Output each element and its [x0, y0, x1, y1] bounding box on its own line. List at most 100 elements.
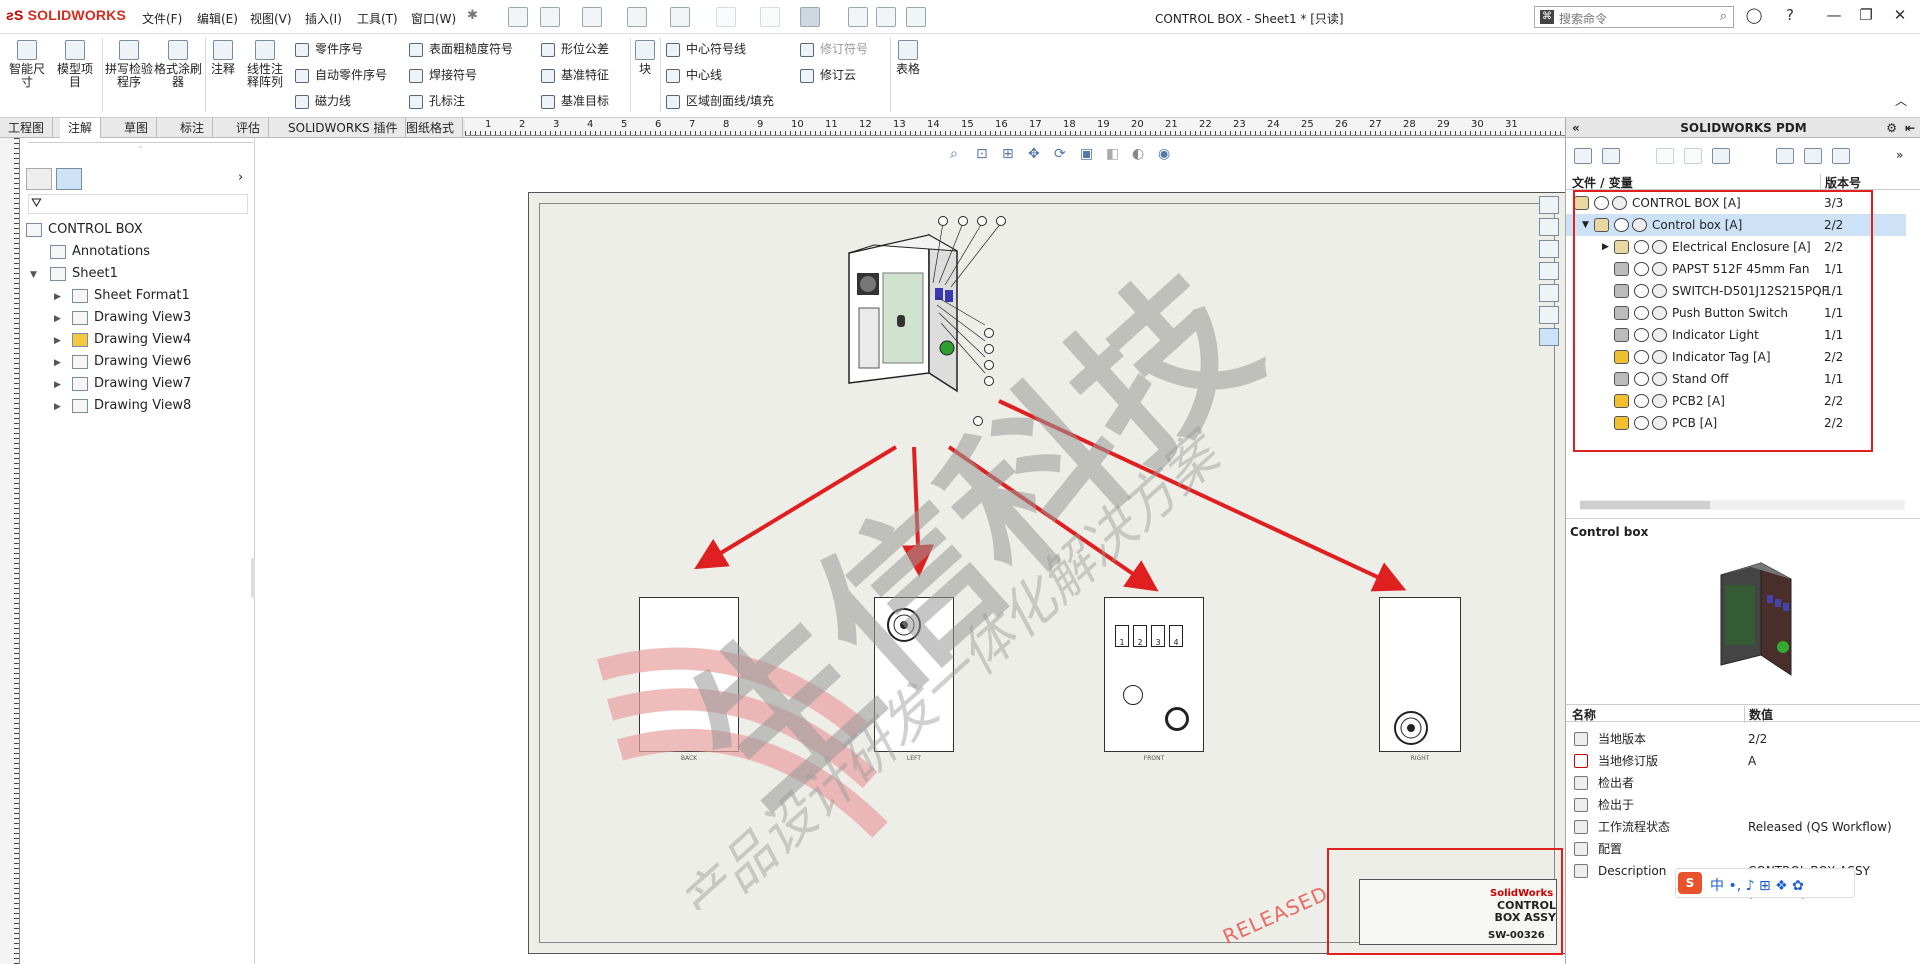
- tab-sheet-format[interactable]: 图纸格式: [398, 118, 464, 138]
- menu-edit[interactable]: 编辑(E): [197, 12, 238, 26]
- tree-item-annotations[interactable]: Annotations: [50, 244, 150, 259]
- pin-pane-icon[interactable]: ⇤: [1904, 121, 1915, 135]
- property-row[interactable]: 检出于: [1566, 794, 1920, 816]
- datum-feature-button[interactable]: 基准特征: [541, 66, 609, 83]
- balloon-marker[interactable]: [973, 416, 983, 426]
- open-file-icon[interactable]: [582, 7, 602, 27]
- drawing-sheet[interactable]: BACK LEFT 1 2 3 4 FRONT RIGHT SolidWorks…: [528, 192, 1566, 954]
- book-icon[interactable]: [1832, 148, 1850, 164]
- panel-splitter[interactable]: [251, 558, 257, 598]
- balloon-marker[interactable]: [984, 376, 994, 386]
- area-hatch-button[interactable]: 区域剖面线/填充: [666, 92, 774, 109]
- pin-icon[interactable]: ✱: [467, 8, 478, 23]
- help-icon[interactable]: ?: [1786, 6, 1794, 24]
- pdm-row[interactable]: PCB [A]2/2: [1566, 412, 1906, 434]
- table-button[interactable]: 表格: [894, 40, 922, 76]
- minimize-icon[interactable]: —: [1826, 6, 1842, 24]
- revision-cloud-button[interactable]: 修订云: [800, 66, 856, 83]
- select-icon[interactable]: [800, 7, 820, 27]
- tree-item-drawing-view8[interactable]: Drawing View8: [72, 398, 191, 413]
- tree-filter[interactable]: ⛛: [28, 194, 248, 214]
- weld-symbol-button[interactable]: 焊接符号: [409, 66, 477, 83]
- file-explorer-icon[interactable]: [1539, 240, 1559, 258]
- search-icon[interactable]: ⌕: [1719, 9, 1727, 24]
- center-mark-button[interactable]: 中心符号线: [666, 40, 746, 57]
- smart-dimension-button[interactable]: 智能尺寸: [6, 40, 48, 89]
- view-palette-icon[interactable]: [1539, 262, 1559, 280]
- auto-balloon-button[interactable]: 自动零件序号: [295, 66, 387, 83]
- model-items-button[interactable]: 模型项目: [54, 40, 96, 89]
- panel-grip-icon[interactable]: ◦: [28, 142, 253, 152]
- custom-properties-icon[interactable]: [1539, 306, 1559, 324]
- expand-arrow-icon[interactable]: ▶: [1602, 242, 1609, 252]
- check-in-icon[interactable]: [1684, 148, 1702, 164]
- expand-arrow-icon[interactable]: ▶: [54, 292, 61, 302]
- balloon-marker[interactable]: [984, 328, 994, 338]
- appearances-icon[interactable]: [1539, 284, 1559, 302]
- more-icon[interactable]: »: [1896, 148, 1904, 162]
- tab-markup[interactable]: 标注: [172, 118, 214, 138]
- zoom-icon[interactable]: ⊞: [1002, 146, 1014, 162]
- tab-sketch[interactable]: 草图: [116, 118, 158, 138]
- scroll-thumb[interactable]: [1580, 501, 1710, 509]
- title-block[interactable]: SolidWorks CONTROL BOX ASSY SW-00326: [1359, 879, 1557, 945]
- tab-evaluate[interactable]: 评估: [228, 118, 270, 138]
- tree-item-sheet-format1[interactable]: Sheet Format1: [72, 288, 190, 303]
- drawing-view-right[interactable]: [1379, 597, 1461, 752]
- feature-tree-tab-icon[interactable]: [26, 168, 52, 190]
- new-file-icon[interactable]: [540, 7, 560, 27]
- expand-arrow-icon[interactable]: ▶: [54, 380, 61, 390]
- zoom-area-icon[interactable]: ⊡: [976, 146, 988, 162]
- drawing-view-front[interactable]: [1104, 597, 1204, 752]
- change-state-icon[interactable]: [1712, 148, 1730, 164]
- pdm-row[interactable]: CONTROL BOX [A]3/3: [1566, 192, 1906, 214]
- revision-symbol-button[interactable]: 修订符号: [800, 40, 868, 57]
- tree-item-drawing-view3[interactable]: Drawing View3: [72, 310, 191, 325]
- tab-drawing[interactable]: 工程图: [0, 118, 54, 138]
- search-input[interactable]: ⌘ 搜索命令 ⌕: [1534, 6, 1734, 28]
- pdm-row[interactable]: ▶Electrical Enclosure [A]2/2: [1566, 236, 1906, 258]
- check-out-icon[interactable]: [1656, 148, 1674, 164]
- centerline-button[interactable]: 中心线: [666, 66, 722, 83]
- section-view-icon[interactable]: ◧: [1106, 146, 1120, 162]
- rotate-icon[interactable]: ⟳: [1054, 146, 1066, 162]
- collapse-pane-icon[interactable]: «: [1572, 121, 1580, 135]
- property-row[interactable]: 配置: [1566, 838, 1920, 860]
- geometric-tolerance-button[interactable]: 形位公差: [541, 40, 609, 57]
- collapse-arrow-icon[interactable]: ▼: [1582, 220, 1589, 230]
- balloon-marker[interactable]: [984, 360, 994, 370]
- hide-show-icon[interactable]: ◐: [1132, 146, 1145, 162]
- get-version-icon[interactable]: [1602, 148, 1620, 164]
- menu-view[interactable]: 视图(V): [250, 12, 292, 26]
- tree-item-drawing-view4[interactable]: Drawing View4: [72, 332, 191, 347]
- pdm-row[interactable]: ▼Control box [A]2/2: [1566, 214, 1906, 236]
- linear-note-pattern-button[interactable]: 线性注释阵列: [243, 40, 287, 89]
- tab-annotation[interactable]: 注解: [60, 118, 102, 138]
- balloon-button[interactable]: 零件序号: [295, 40, 363, 57]
- balloon-marker[interactable]: [977, 216, 987, 226]
- zoom-to-fit-icon[interactable]: ⌕: [950, 146, 958, 162]
- pdm-row[interactable]: PCB2 [A]2/2: [1566, 390, 1906, 412]
- expand-arrow-icon[interactable]: ▶: [54, 402, 61, 412]
- format-painter-button[interactable]: 格式涂刷器: [154, 40, 202, 89]
- datum-target-button[interactable]: 基准目标: [541, 92, 609, 109]
- menu-window[interactable]: 窗口(W): [411, 12, 457, 26]
- magnetic-line-button[interactable]: 磁力线: [295, 92, 351, 109]
- ime-toolbar[interactable]: S 中 •, ♪ ⊞ ❖ ✿: [1675, 868, 1855, 898]
- horizontal-scrollbar[interactable]: [1580, 500, 1905, 510]
- expand-panel-icon[interactable]: ›: [238, 170, 244, 185]
- hole-callout-button[interactable]: 孔标注: [409, 92, 465, 109]
- menu-insert[interactable]: 插入(I): [305, 12, 342, 26]
- note-button[interactable]: 注释: [208, 40, 238, 76]
- isometric-view[interactable]: [829, 213, 1069, 433]
- tree-item-drawing-view7[interactable]: Drawing View7: [72, 376, 191, 391]
- display-style-icon[interactable]: ▣: [1080, 146, 1094, 162]
- close-icon[interactable]: ✕: [1893, 6, 1907, 24]
- design-library-icon[interactable]: [1539, 218, 1559, 236]
- balloon-marker[interactable]: [984, 344, 994, 354]
